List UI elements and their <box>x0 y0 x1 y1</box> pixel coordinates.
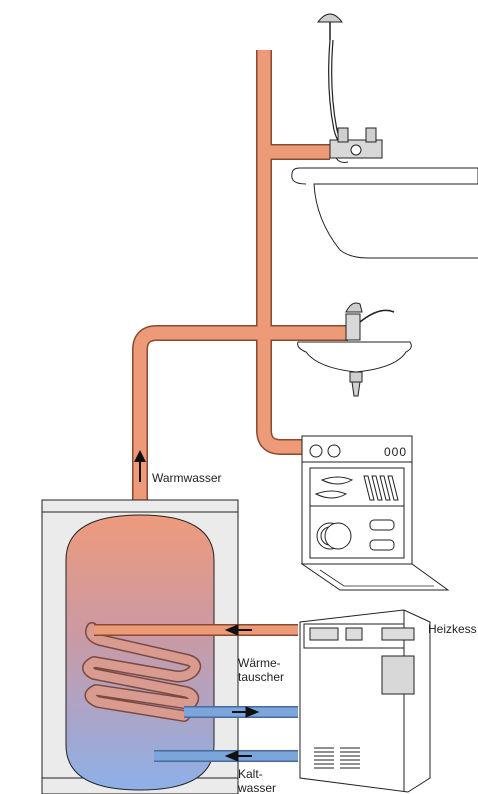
label-boiler: Heizkess <box>428 622 477 636</box>
label-heat-exchanger-line2: tauscher <box>238 670 284 684</box>
hot-water-pipes <box>132 50 348 515</box>
flow-arrow-icon <box>134 450 146 482</box>
label-cold-water-line1: Kalt- <box>238 767 263 781</box>
label-heat-exchanger-line1: Wärme- <box>238 656 281 670</box>
boiler-unit <box>299 609 431 793</box>
faucet-icon <box>345 302 395 341</box>
wash-basin <box>297 341 412 397</box>
label-warm-water: Warmwasser <box>152 471 222 485</box>
dishwasher-display: 000 <box>384 445 407 459</box>
bathtub <box>291 167 478 259</box>
faucet-icon <box>329 127 383 163</box>
flow-arrow-icon <box>224 624 260 762</box>
dishwasher: 000 <box>300 435 450 591</box>
label-cold-water-line2: wasser <box>237 781 276 794</box>
